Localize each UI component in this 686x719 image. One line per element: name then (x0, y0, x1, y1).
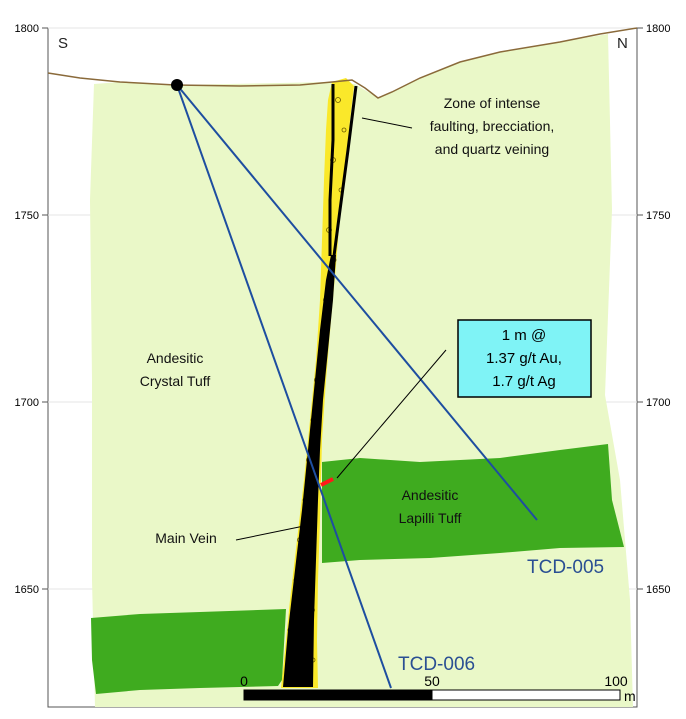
leader-intercept (336, 349, 447, 479)
drillhole-tcd-005-trace (176, 84, 538, 521)
drill-collar-marker (171, 79, 183, 91)
crystal-tuff-label-1: Andesitic (147, 350, 204, 366)
lapilli-tuff-unit-right (322, 444, 624, 563)
intercept-line-3: 1.7 g/t Ag (492, 373, 555, 390)
vein-strands (328, 84, 358, 257)
left-tick-label-1800: 1800 (15, 23, 39, 35)
breccia-clast (335, 97, 341, 103)
crystal-tuff-label-2: Crystal Tuff (140, 373, 211, 389)
intercept-marker (320, 477, 334, 487)
lapilli-tuff-unit-left (91, 609, 286, 694)
fault-zone-label-2: faulting, brecciation, (430, 118, 555, 134)
right-tick-label-1800: 1800 (646, 23, 670, 35)
right-tick-label-1650: 1650 (646, 584, 670, 596)
leader-fault-zone (361, 117, 413, 129)
right-tick-label-1750: 1750 (646, 210, 670, 222)
scale-tick-100: 100 (604, 673, 628, 689)
drillhole-tcd-005-label: TCD-005 (527, 557, 604, 578)
topography-line (47, 27, 638, 99)
intercept-line-1: 1 m @ (502, 327, 546, 344)
fault-zone-label-1: Zone of intense (444, 95, 541, 111)
scale-bar-white-segment (431, 689, 621, 701)
right-axis: 1800 1750 1700 1650 (637, 23, 670, 596)
direction-south-label: S (58, 35, 68, 52)
left-tick-label-1650: 1650 (15, 584, 39, 596)
direction-north-label: N (617, 35, 628, 52)
vein-strand-right (332, 85, 358, 257)
right-tick-label-1700: 1700 (646, 397, 670, 409)
left-axis: 1800 1750 1700 1650 (15, 23, 48, 596)
left-tick-label-1750: 1750 (15, 210, 39, 222)
drillhole-tcd-006-label: TCD-006 (398, 654, 475, 675)
intercept-line-2: 1.37 g/t Au, (486, 350, 562, 367)
leader-main-vein (235, 525, 305, 541)
vein-strand-left (328, 84, 335, 256)
main-vein (283, 255, 336, 687)
left-tick-label-1700: 1700 (15, 397, 39, 409)
lapilli-tuff-label-2: Lapilli Tuff (399, 510, 462, 526)
scale-tick-50: 50 (424, 673, 440, 689)
scale-tick-0: 0 (240, 673, 248, 689)
scale-bar: 0 50 100 m (240, 673, 636, 704)
main-vein-label: Main Vein (155, 530, 216, 546)
drillholes (176, 84, 538, 689)
scale-bar-black-segment (243, 689, 433, 701)
fault-zone-label-3: and quartz veining (435, 141, 549, 157)
intercept-assay-box (457, 319, 592, 398)
drillhole-tcd-006-trace (176, 84, 392, 689)
leader-lines (235, 117, 447, 541)
breccia-clast (341, 127, 347, 133)
scale-unit-label: m (624, 688, 636, 704)
lapilli-tuff-label-1: Andesitic (402, 487, 459, 503)
